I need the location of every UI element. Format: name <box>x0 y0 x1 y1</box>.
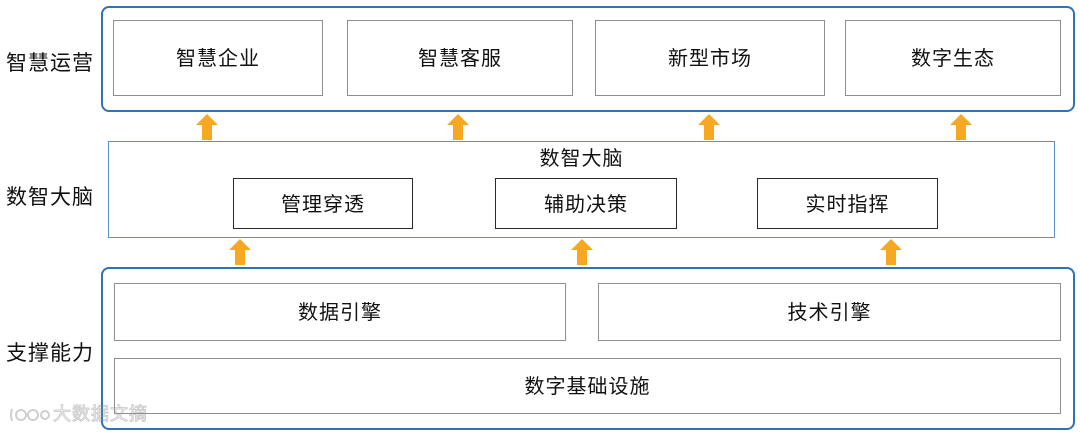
watermark: 大数据文摘 <box>8 403 148 427</box>
up-arrow-icon <box>229 239 251 265</box>
operations-box-smart-enterprise: 智慧企业 <box>113 20 323 96</box>
layer-label-support: 支撑能力 <box>6 341 94 365</box>
support-box-tech-engine: 技术引擎 <box>598 283 1061 341</box>
up-arrow-icon <box>196 114 218 140</box>
operations-box-smart-service: 智慧客服 <box>347 20 573 96</box>
brain-box-realtime-command: 实时指挥 <box>757 178 938 229</box>
operations-box-digital-ecosystem: 数字生态 <box>845 20 1061 96</box>
operations-box-new-market: 新型市场 <box>595 20 825 96</box>
layer-label-operations: 智慧运营 <box>6 51 94 75</box>
up-arrow-icon <box>950 114 972 140</box>
up-arrow-icon <box>447 114 469 140</box>
brain-layer-frame: 数智大脑 管理穿透 辅助决策 实时指挥 <box>108 141 1055 238</box>
up-arrow-icon <box>698 114 720 140</box>
layer-label-brain: 数智大脑 <box>6 185 94 209</box>
brain-layer-title: 数智大脑 <box>539 146 624 170</box>
watermark-text: 大数据文摘 <box>53 404 148 425</box>
brain-box-decision-support: 辅助决策 <box>495 178 677 229</box>
watermark-logo-icon <box>10 408 50 422</box>
up-arrow-icon <box>571 239 593 265</box>
up-arrow-icon <box>880 239 902 265</box>
support-layer-frame: 数据引擎 技术引擎 数字基础设施 <box>101 267 1075 430</box>
support-box-digital-infrastructure: 数字基础设施 <box>114 358 1061 414</box>
brain-box-management-penetration: 管理穿透 <box>233 178 413 229</box>
operations-layer-frame: 智慧企业 智慧客服 新型市场 数字生态 <box>101 6 1075 112</box>
support-box-data-engine: 数据引擎 <box>114 283 566 341</box>
